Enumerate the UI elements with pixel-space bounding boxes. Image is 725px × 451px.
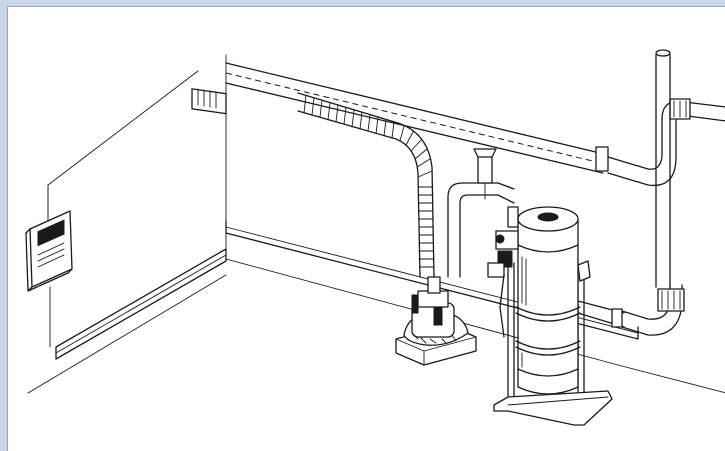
floor-pipe <box>577 284 685 336</box>
ceiling-tubing <box>191 62 725 187</box>
flexible-hose <box>297 92 435 278</box>
vertical-pipe <box>655 49 671 288</box>
left-wall-top-edge <box>47 70 199 186</box>
room-structure <box>27 54 725 394</box>
floor-edge-right-end <box>617 364 725 394</box>
sump-pump <box>395 276 477 366</box>
central-vacuum-canister <box>487 206 613 426</box>
connection-pipe <box>447 148 515 278</box>
floor-edge-left <box>27 274 227 394</box>
installation-diagram <box>25 49 725 426</box>
wall-control-panel <box>25 184 73 348</box>
illustration-canvas <box>7 6 725 451</box>
canister-stand <box>493 390 613 426</box>
